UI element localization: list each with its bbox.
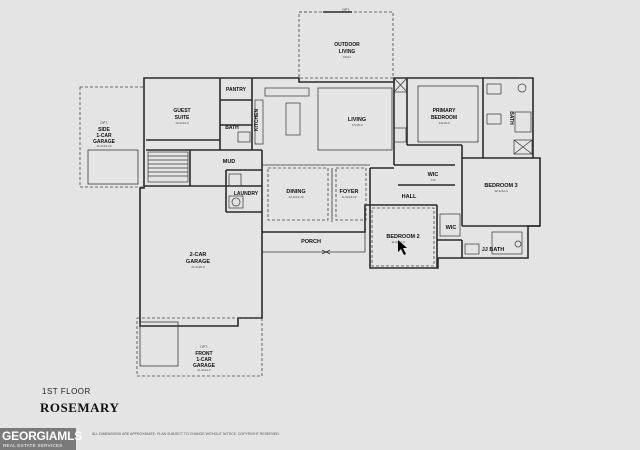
primary-bath-label: BATH (508, 111, 514, 125)
logo-sub-text: REAL ESTATE SERVICES (3, 443, 63, 448)
bedroom-2-label: BEDROOM 2 (386, 234, 419, 240)
living-dims: 17x18-0 (352, 123, 363, 127)
primary-bedroom-label-2: BEDROOM (431, 115, 457, 121)
bedroom-3-label: BEDROOM 3 (484, 183, 517, 189)
side-garage-opt: OPT. (100, 121, 108, 125)
kitchen-label: KITCHEN (254, 109, 260, 132)
outdoor-living-label-1: OUTDOOR (334, 42, 360, 48)
primary-bedroom-dims: 14x15-0 (439, 121, 450, 125)
bedroom-2-dims: 11-0x12-0 (391, 240, 405, 244)
front-garage-opt: OPT. (200, 345, 208, 349)
guest-suite-label-1: GUEST (173, 108, 190, 114)
front-garage-dims: 21-0x11-7 (197, 368, 211, 372)
fineprint: ALL DIMENSIONS ARE APPROXIMATE. PLAN SUB… (92, 432, 280, 436)
garage-2-label-2: GARAGE (186, 259, 210, 265)
pantry-label: PANTRY (226, 87, 247, 93)
wic-bedroom-2-label: WIC (446, 225, 457, 231)
wic-primary-dims: 7x9 (431, 178, 436, 182)
dining-label: DINING (286, 189, 305, 195)
logo-main-text: GEORGIAMLS (2, 429, 83, 443)
garage-2-dims: 21-0x20-8 (191, 265, 205, 269)
fixtures (147, 11, 533, 267)
front-garage-label-3: GARAGE (193, 363, 216, 369)
front-garage-label-2: 1-CAR (196, 357, 212, 363)
living-label: LIVING (348, 117, 366, 123)
outdoor-living-opt: OPT. (342, 8, 350, 12)
outdoor-living-label-2: LIVING (339, 49, 356, 55)
jj-bath-label: JJ BATH (482, 247, 505, 253)
garage-2-label-1: 2-CAR (190, 252, 207, 258)
mud-label: MUD (223, 159, 236, 165)
laundry-label: LAUNDRY (234, 191, 259, 197)
hall-label: HALL (402, 194, 417, 200)
guest-suite-label-2: SUITE (175, 115, 190, 121)
foyer-dims: 11-0x13-10 (342, 195, 357, 199)
guest-bath-label: BATH (225, 125, 239, 131)
porch-label: PORCH (301, 239, 321, 245)
room-labels: OPT. OUTDOOR LIVING 19x11 GUEST SUITE 12… (93, 8, 518, 372)
exterior-walls (136, 77, 541, 377)
bedroom-3-dims: 12-0x12-0 (494, 189, 508, 193)
side-garage-label-3: GARAGE (93, 139, 116, 145)
outdoor-living-dims: 19x11 (343, 55, 351, 59)
plan-name: ROSEMARY (40, 400, 120, 415)
side-garage-dims: 11-0x19-10 (97, 144, 112, 148)
side-garage-label-1: SIDE (98, 127, 110, 133)
front-garage-label-1: FRONT (195, 351, 212, 357)
dining-dims: 12-0x13-10 (288, 195, 304, 199)
side-garage-label-2: 1-CAR (96, 133, 112, 139)
guest-suite-dims: 12-0x12-0 (175, 121, 189, 125)
side-garage-area (79, 86, 145, 188)
primary-bedroom-label-1: PRIMARY (433, 108, 457, 114)
floor-label: 1ST FLOOR (42, 387, 91, 396)
georgia-mls-logo: GEORGIAMLS REAL ESTATE SERVICES (0, 428, 82, 450)
foyer-label: FOYER (340, 189, 359, 195)
wic-primary-label: WIC (428, 172, 439, 178)
interior-walls (144, 78, 540, 268)
